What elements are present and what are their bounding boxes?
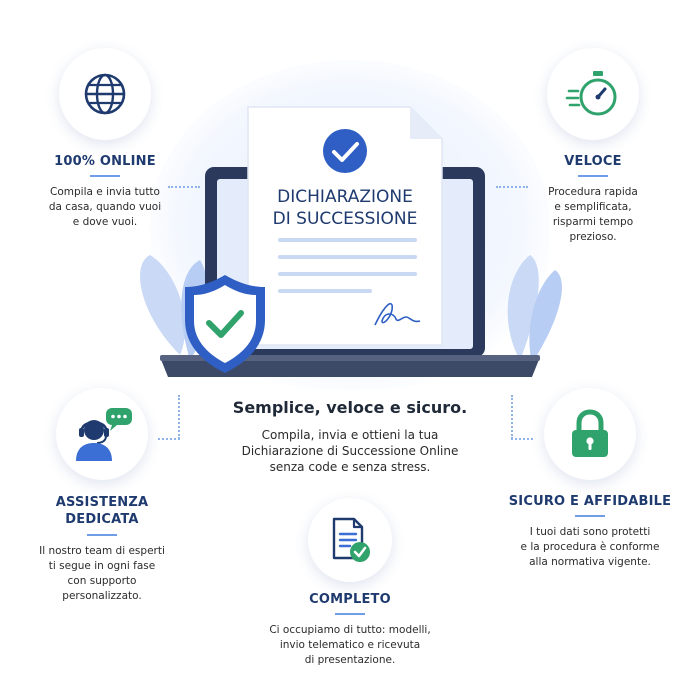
feature-veloce-title: VELOCE xyxy=(564,154,622,169)
feature-sicuro-underline xyxy=(575,515,605,517)
connector-assistenza-h xyxy=(158,438,180,440)
feature-online: 100% ONLINE Compila e invia tutto da cas… xyxy=(30,48,180,230)
stopwatch-icon xyxy=(565,71,617,116)
feature-completo: COMPLETO Ci occupiamo di tutto: modelli,… xyxy=(245,498,455,668)
feature-veloce: VELOCE Procedura rapida e semplificata, … xyxy=(518,48,668,245)
signature-icon xyxy=(374,303,421,326)
shield-icon xyxy=(185,275,265,373)
feature-assistenza-title: ASSISTENZA DEDICATA xyxy=(55,495,149,527)
feature-assistenza-text: Il nostro team di esperti ti segue in og… xyxy=(39,545,165,602)
center-headline: Semplice, veloce e sicuro. xyxy=(232,398,468,417)
feature-sicuro-text: I tuoi dati sono protetti e la procedura… xyxy=(520,526,660,568)
support-agent-icon-circle xyxy=(56,388,148,480)
laptop-base xyxy=(160,357,540,377)
globe-icon xyxy=(84,73,126,115)
feature-online-text: Compila e invia tutto da casa, quando vu… xyxy=(48,186,162,228)
padlock-icon xyxy=(572,409,608,457)
leaf-right-icon xyxy=(507,255,562,363)
feature-sicuro: SICURO E AFFIDABILE I tuoi dati sono pro… xyxy=(500,388,680,570)
connector-veloce xyxy=(496,186,528,188)
connector-sicuro xyxy=(511,395,513,439)
feature-online-underline xyxy=(90,175,120,177)
laptop-illustration: DICHIARAZIONE DI SUCCESSIONE xyxy=(140,106,562,377)
feature-completo-text: Ci occupiamo di tutto: modelli, invio te… xyxy=(269,624,431,666)
feature-assistenza-underline xyxy=(87,534,117,536)
document-check-icon-circle xyxy=(308,498,392,582)
feature-online-title: 100% ONLINE xyxy=(54,154,156,169)
stopwatch-icon-circle xyxy=(547,48,639,140)
check-circle-icon xyxy=(323,129,367,173)
feature-sicuro-title: SICURO E AFFIDABILE xyxy=(508,494,672,509)
connector-assistenza xyxy=(178,395,180,439)
globe-icon-circle xyxy=(59,48,151,140)
document-title-line1: DICHIARAZIONE xyxy=(277,187,413,207)
feature-completo-title: COMPLETO xyxy=(309,592,391,607)
connector-sicuro-h xyxy=(511,438,533,440)
center-description: Compila, invia e ottieni la tua Dichiara… xyxy=(241,428,459,474)
document-sheet xyxy=(247,106,443,346)
feature-assistenza: ASSISTENZA DEDICATA Il nostro team di es… xyxy=(22,388,182,604)
padlock-icon-circle xyxy=(544,388,636,480)
center-message: Semplice, veloce e sicuro. Compila, invi… xyxy=(200,398,500,475)
feature-veloce-underline xyxy=(578,175,608,177)
feature-veloce-text: Procedura rapida e semplificata, risparm… xyxy=(548,186,638,243)
support-agent-icon xyxy=(76,408,132,461)
document-title-line2: DI SUCCESSIONE xyxy=(273,209,418,229)
connector-online xyxy=(168,186,200,188)
document-check-icon xyxy=(332,517,370,562)
feature-completo-underline xyxy=(335,613,365,615)
